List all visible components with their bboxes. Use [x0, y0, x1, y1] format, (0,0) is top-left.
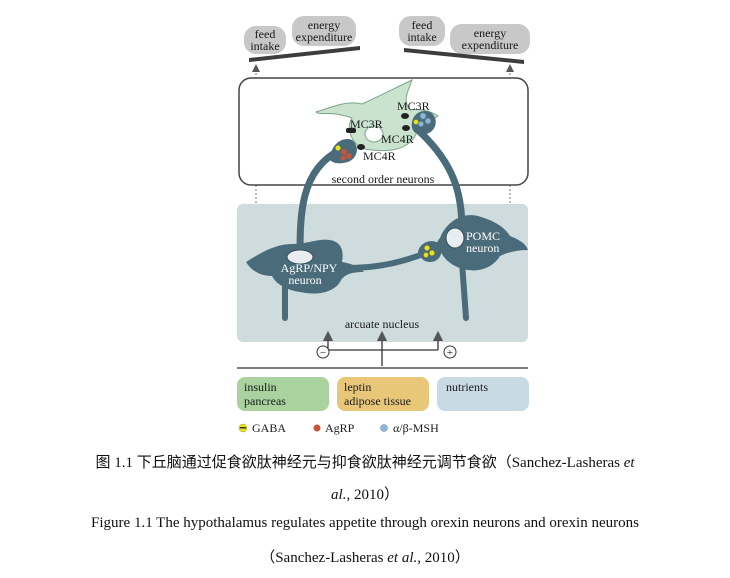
- insulin-box: [237, 377, 329, 411]
- msh-swatch: [380, 424, 388, 432]
- leptin-label: leptin: [344, 380, 371, 394]
- agrp-npy-label-2: neuron: [288, 273, 321, 287]
- balance-beam-right: [404, 48, 524, 64]
- nutrients-label: nutrients: [446, 380, 488, 394]
- pomc-label-1: POMC: [466, 229, 500, 243]
- nucleus: [286, 249, 314, 265]
- plus-sign-text: +: [447, 347, 453, 359]
- caption-en-etal: et al.: [387, 550, 418, 566]
- mc3r-label-a: MC3R: [350, 117, 383, 131]
- msh-dots: [418, 112, 432, 127]
- mc4r-label-a: MC4R: [381, 132, 414, 146]
- second-order-neurons-label: second order neurons: [332, 172, 435, 186]
- plus-sign: [443, 345, 457, 359]
- intake-label-right: intake: [407, 30, 436, 44]
- feed-intake-pill-left: [244, 26, 286, 54]
- leptin-box: [337, 377, 429, 411]
- expenditure-label-right: expenditure: [462, 38, 519, 52]
- minus-sign-text: −: [320, 347, 326, 359]
- nucleus: [364, 125, 384, 143]
- caption-cn-line1: 图 1.1 下丘脑通过促食欲肽神经元与抑食欲肽神经元调节食欲（Sanchez-L…: [0, 451, 730, 472]
- nutrients-box: [437, 377, 529, 411]
- mc3r-label-b: MC3R: [397, 99, 430, 113]
- caption-cn-al: al.: [331, 487, 347, 503]
- second-order-neuron: [315, 79, 439, 152]
- balance-left: feed intake energy expenditure: [244, 16, 360, 62]
- feed-label-right: feed: [412, 18, 433, 32]
- agrp-swatch: [313, 424, 321, 432]
- receptor-markers: [346, 113, 410, 150]
- gaba-dots-arc: [423, 245, 435, 258]
- nucleus: [445, 227, 465, 249]
- caption-en-line2: （Sanchez-Lasheras et al., 2010）: [0, 546, 730, 567]
- gaba-dots-box: [335, 119, 419, 151]
- energy-expenditure-pill-right: [450, 24, 530, 54]
- pomc-label-2: neuron: [466, 241, 499, 255]
- adipose-tissue-label: adipose tissue: [344, 394, 411, 408]
- gaba-legend-label: GABA: [252, 421, 286, 435]
- agrp-legend-label: AgRP: [325, 421, 355, 435]
- caption-cn-main: 图 1.1 下丘脑通过促食欲肽神经元与抑食欲肽神经元调节食欲（Sanchez-L…: [95, 455, 624, 471]
- balance-beam-left: [249, 46, 360, 62]
- caption-en-open: （Sanchez-Lasheras: [260, 550, 388, 566]
- msh-legend-label: α/β-MSH: [393, 421, 439, 435]
- pomc-neuron: [437, 215, 528, 271]
- pomc-terminal: [411, 110, 436, 135]
- caption-en-line1: Figure 1.1 The hypothalamus regulates ap…: [0, 515, 730, 532]
- feed-label-left: feed: [255, 27, 276, 41]
- agrp-npy-neuron: [246, 239, 364, 294]
- caption-cn-tail: , 2010）: [346, 487, 399, 503]
- energy-label-right: energy: [474, 26, 506, 40]
- mc4r-label-b: MC4R: [363, 149, 396, 163]
- caption-en-main: Figure 1.1 The hypothalamus regulates ap…: [91, 515, 639, 531]
- pancreas-label: pancreas: [244, 394, 286, 408]
- expenditure-label-left: expenditure: [296, 30, 353, 44]
- insulin-label: insulin: [244, 380, 277, 394]
- periphery-arrows: [322, 330, 444, 366]
- energy-expenditure-pill-left: [292, 16, 356, 46]
- caption-en-tail: , 2010）: [417, 550, 470, 566]
- caption-cn-line2: al., 2010）: [0, 483, 730, 504]
- intake-label-left: intake: [250, 39, 279, 53]
- feed-intake-pill-right: [399, 16, 445, 46]
- agrp-npy-label-1: AgRP/NPY: [281, 261, 338, 275]
- caption-cn-et: et: [623, 455, 635, 471]
- balance-right: feed intake energy expenditure: [399, 16, 530, 64]
- arcuate-nucleus-label: arcuate nucleus: [345, 317, 420, 331]
- agrp-dots: [340, 149, 352, 161]
- energy-label-left: energy: [308, 18, 340, 32]
- minus-sign: [316, 345, 330, 359]
- hypothalamus-diagram: feed intake energy expenditure feed inta…: [237, 16, 530, 435]
- legend: GABA AgRP α/β-MSH: [238, 421, 439, 435]
